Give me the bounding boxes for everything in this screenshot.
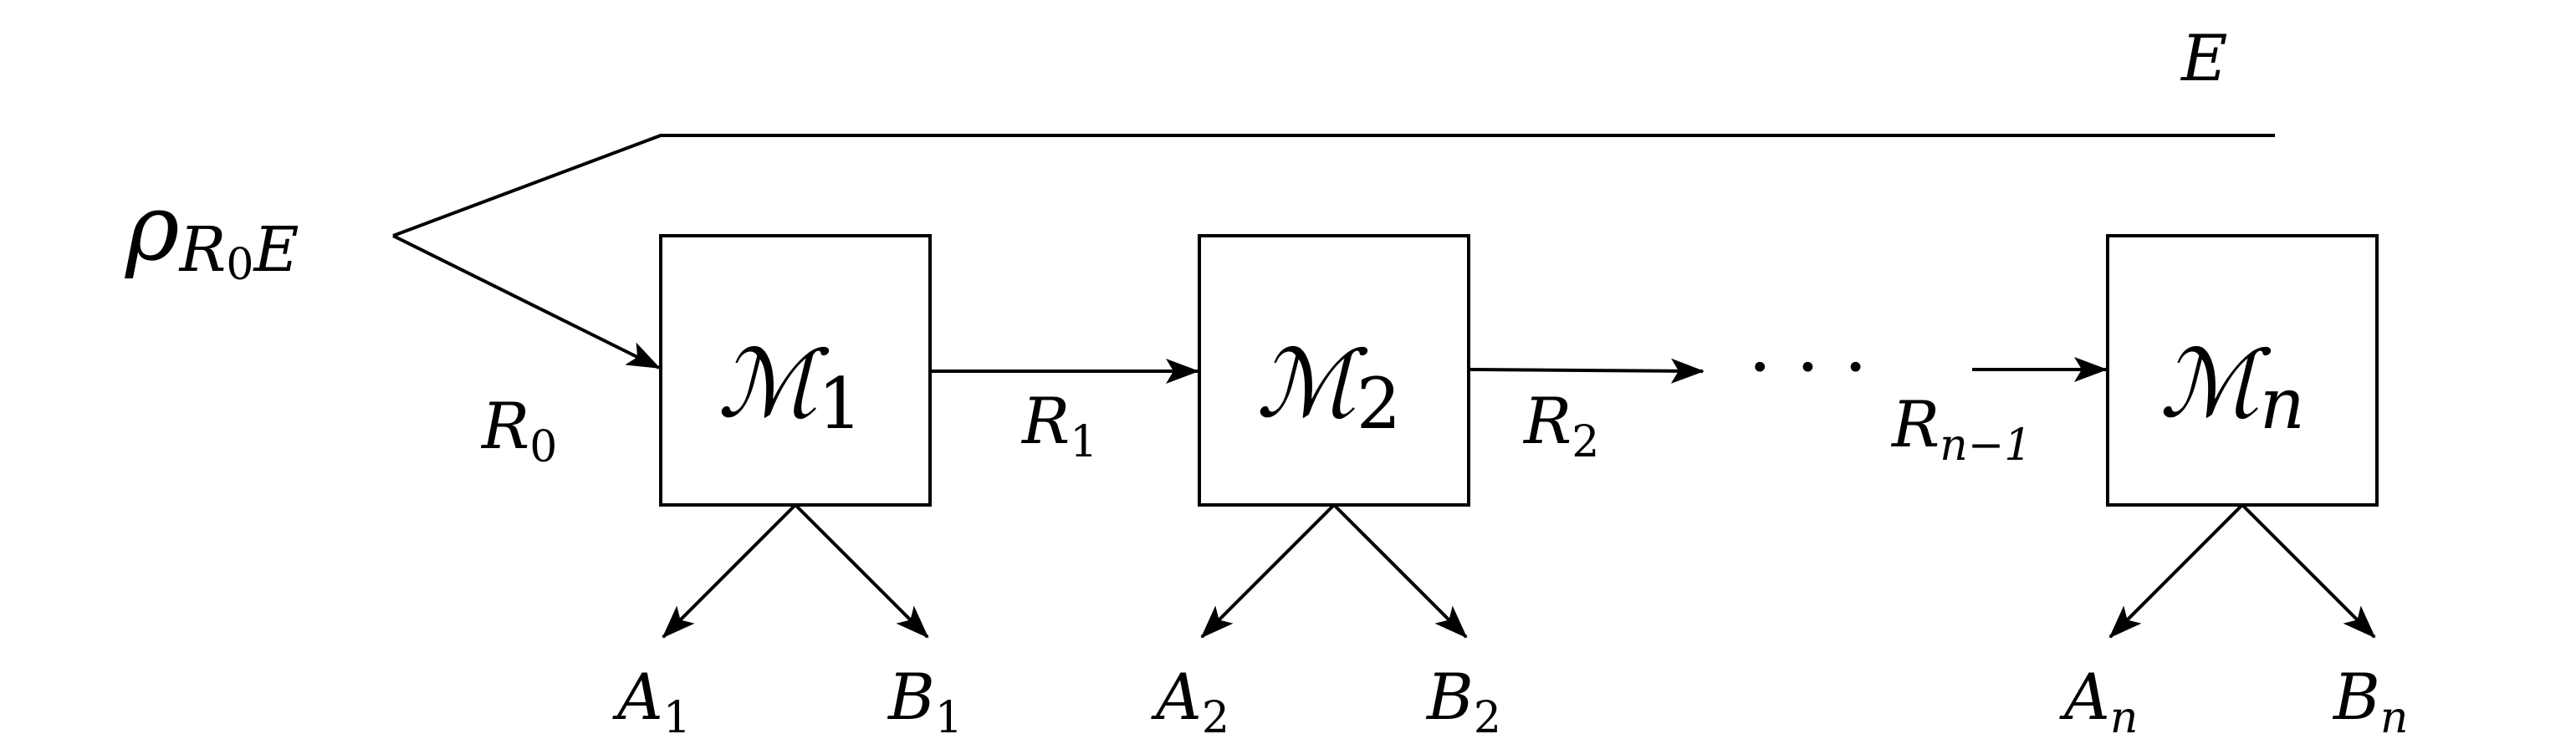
- output-a1: A1: [612, 660, 691, 734]
- map-index-2: 2: [1357, 363, 1401, 445]
- map-box-1: ℳ1: [659, 234, 932, 507]
- map-index-n: n: [2260, 363, 2305, 445]
- svg-text:ℳ1: ℳ1: [718, 330, 862, 445]
- output-an: An: [2059, 660, 2138, 734]
- output-branch-n: An Bn: [2059, 503, 2408, 734]
- register-label-rn-minus-1: Rn−1: [1890, 387, 2032, 471]
- output-branch-2: A2 B2: [1151, 503, 1501, 734]
- svg-text:ℳn: ℳn: [2159, 330, 2305, 445]
- register-wire-r0: [392, 234, 661, 370]
- map-symbol-1: ℳ: [718, 330, 830, 439]
- state-symbol: ρ: [125, 174, 180, 281]
- state-subscript-index: 0: [226, 240, 253, 290]
- environment-wire: [392, 134, 2275, 237]
- environment-label: E: [2180, 21, 2227, 95]
- output-b2: B2: [1425, 660, 1501, 734]
- state-subscript-e: E: [252, 214, 299, 286]
- register-label-r2: R2: [1522, 384, 1599, 467]
- output-a2: A2: [1151, 660, 1229, 734]
- map-box-2: ℳ2: [1198, 234, 1470, 507]
- map-index-1: 1: [818, 363, 862, 445]
- state-subscript-r: R: [178, 214, 227, 286]
- output-branch-1: A1 B1: [612, 503, 963, 734]
- svg-text:ℳ2: ℳ2: [1256, 330, 1401, 445]
- register-label-r0: R0: [480, 389, 557, 472]
- register-wire-r2: [1468, 358, 1705, 384]
- map-box-n: ℳn: [2106, 234, 2379, 507]
- ellipsis: · · ·: [1748, 324, 1868, 411]
- state-label: ρR0E: [125, 174, 299, 290]
- map-symbol-2: ℳ: [1256, 330, 1368, 439]
- map-symbol-n: ℳ: [2159, 330, 2272, 439]
- output-bn: Bn: [2332, 660, 2408, 734]
- output-b1: B1: [887, 660, 963, 734]
- register-label-r1: R1: [1020, 384, 1097, 467]
